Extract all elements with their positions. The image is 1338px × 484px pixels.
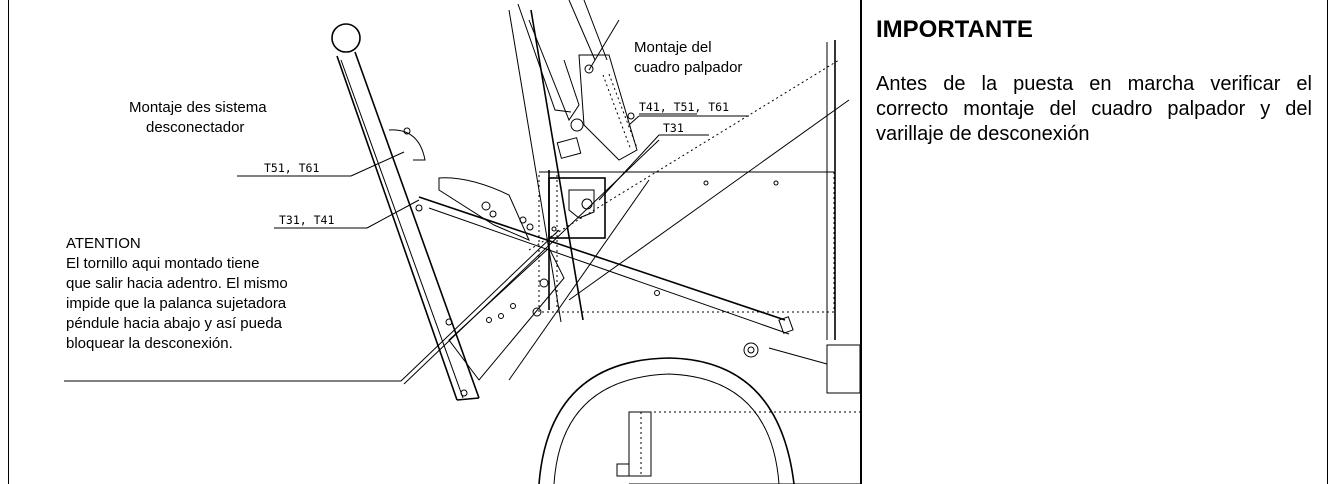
important-panel: IMPORTANTE Antes de la puesta en marcha … [876,16,1312,147]
label-sistema-line2: desconectador [146,119,244,136]
tag-t31-t41: T31, T41 [279,213,334,227]
atencion-line: impide que la palanca sujetadora [66,295,287,312]
vertical-post [743,40,860,394]
lever-plate [448,247,565,381]
tag-t41-t51-t61: T41, T51, T61 [639,100,729,114]
page-frame [8,0,1328,484]
atencion-line: péndule hacia abajo y así pueda [66,315,283,332]
label-sistema-line1: Montaje des sistema [129,99,267,116]
technical-drawing: Montaje des sistema desconectador Montaj… [9,0,860,484]
tag-t31: T31 [663,121,684,135]
leader-lines [64,113,749,382]
atencion-title: ATENTION [66,235,141,252]
guide-lines [403,59,850,385]
tag-t51-t61: T51, T61 [264,161,319,175]
lever-arm [331,23,480,401]
important-body: Antes de la puesta en marcha verificar e… [876,73,1312,145]
bracket-frame [538,170,835,313]
atencion-line: El tornillo aqui montado tiene [66,255,259,272]
atencion-line: bloquear la desconexión. [66,335,233,352]
label-cuadro-line1: Montaje del [634,39,712,56]
column-divider [860,0,862,484]
label-cuadro-line2: cuadro palpador [634,59,742,76]
drawing-svg: Montaje des sistema desconectador Montaj… [64,0,860,484]
atencion-line: que salir hacia adentro. El mismo [66,275,288,292]
important-heading: IMPORTANTE [876,16,1033,43]
wheel [538,357,860,484]
palpador-arm [508,0,638,323]
